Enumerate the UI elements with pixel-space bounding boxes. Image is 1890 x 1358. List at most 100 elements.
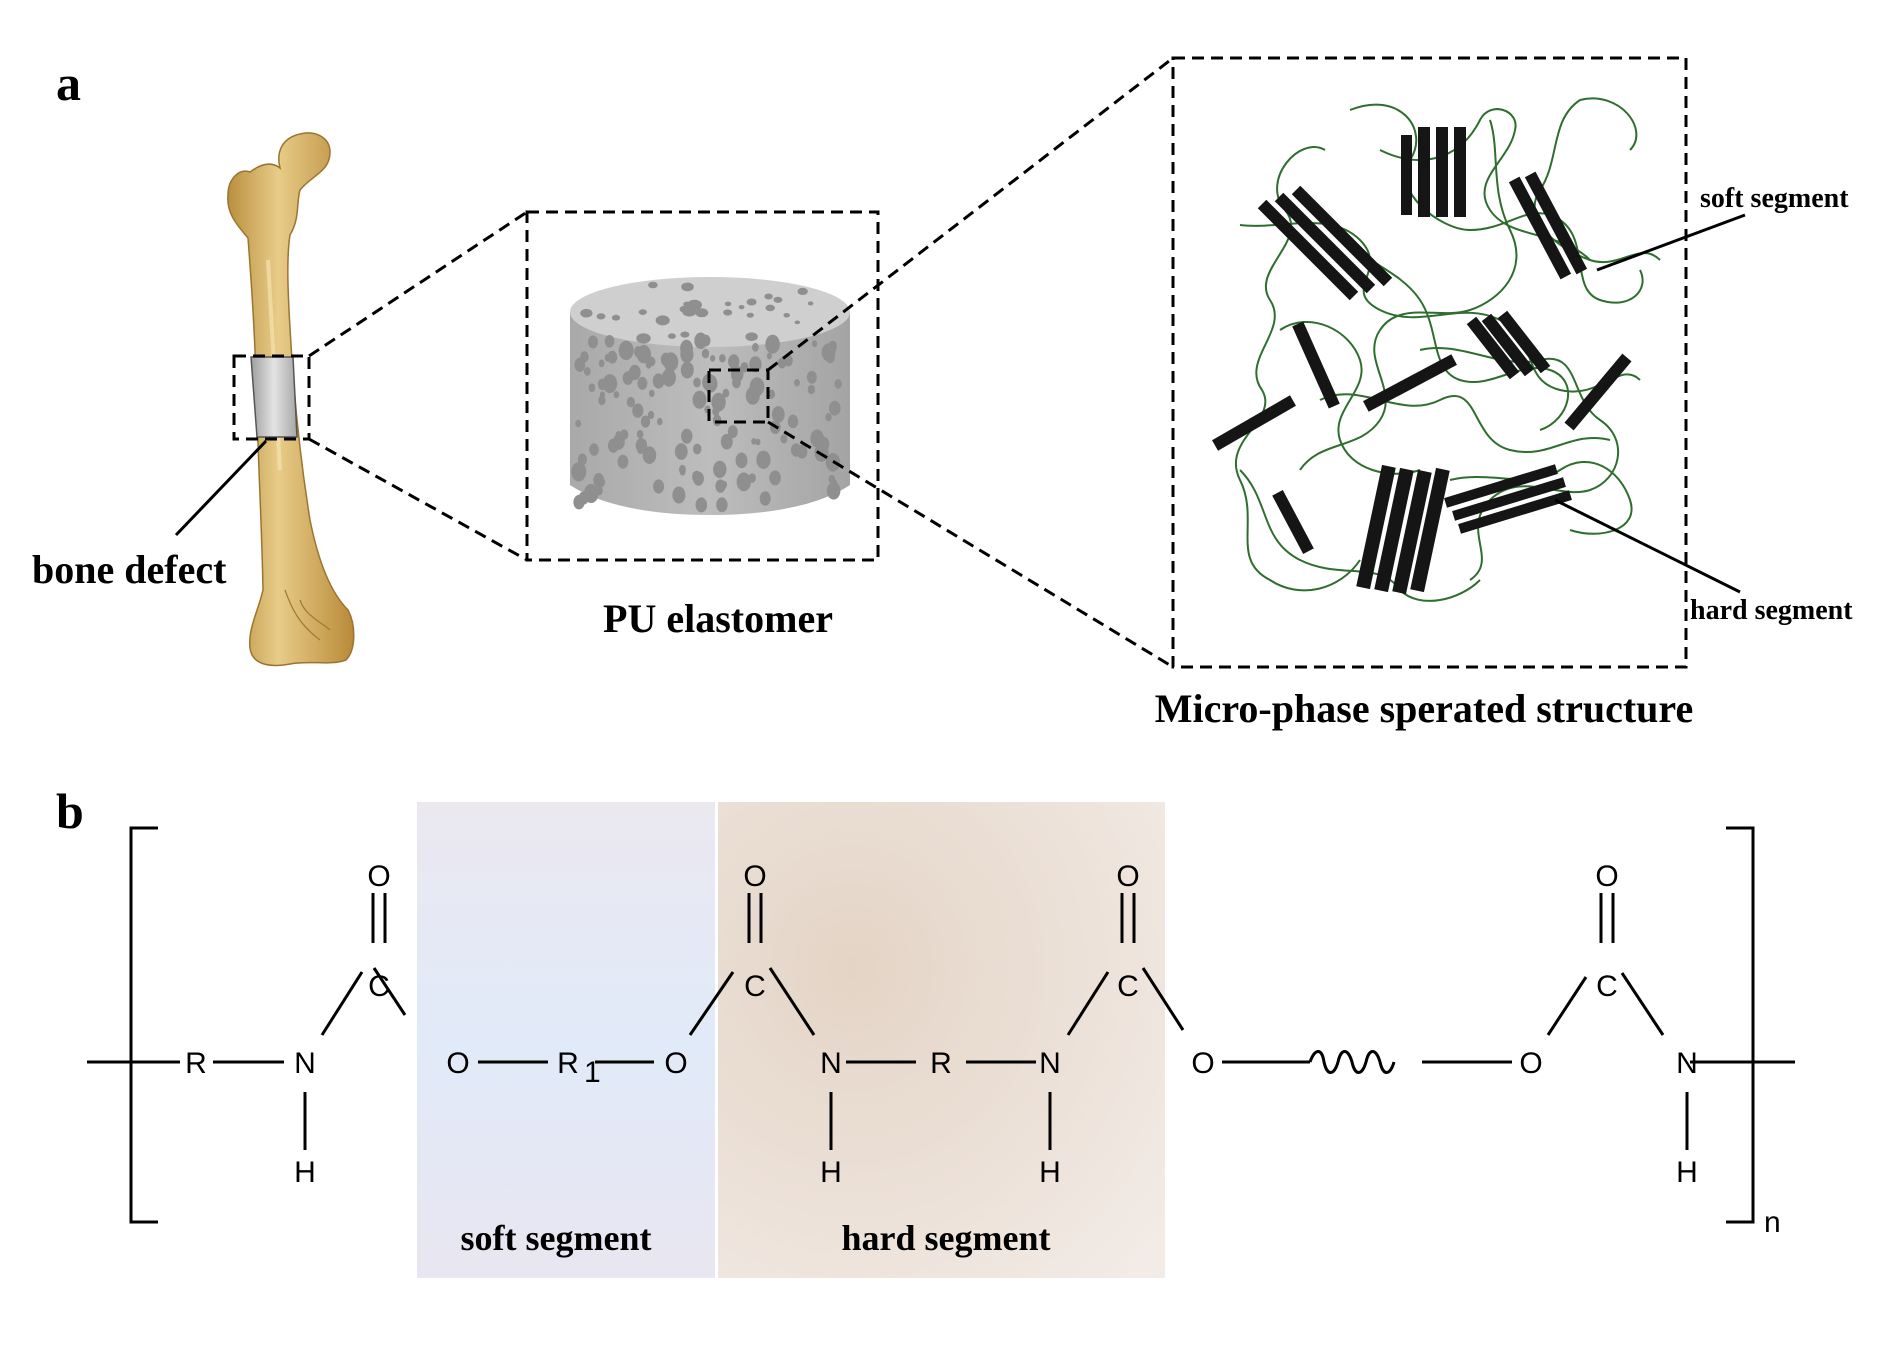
scaffold-pore bbox=[663, 352, 679, 372]
scaffold-pore bbox=[752, 342, 759, 352]
atom-n: N bbox=[1039, 1047, 1061, 1080]
scaffold-pore bbox=[735, 452, 748, 469]
scaffold-pore bbox=[588, 383, 596, 393]
scaffold-pore bbox=[766, 352, 773, 360]
atom-h: H bbox=[820, 1156, 842, 1189]
scaffold-pore bbox=[653, 479, 665, 494]
scaffold-pore bbox=[636, 333, 651, 344]
hard-segment-label: hard segment bbox=[842, 1218, 1051, 1258]
scaffold-pore bbox=[672, 486, 686, 504]
scaffold-pore bbox=[749, 356, 762, 373]
scaffold-pore bbox=[780, 434, 788, 444]
scaffold-pore bbox=[736, 472, 751, 492]
scaffold-pore bbox=[722, 388, 730, 398]
scaffold-pore bbox=[636, 345, 652, 364]
scaffold-pore bbox=[647, 410, 655, 420]
scaffold-pore bbox=[680, 361, 694, 379]
scaffold-pore bbox=[667, 333, 676, 339]
scaffold-pore bbox=[724, 301, 732, 307]
scaffold-pore bbox=[611, 314, 621, 321]
scaffold-pore bbox=[681, 428, 693, 444]
scaffold-pore bbox=[794, 320, 800, 325]
scaffold-pore bbox=[692, 390, 707, 409]
scaffold-pore bbox=[794, 379, 800, 387]
atom-r1-subscript: 1 bbox=[584, 1056, 601, 1089]
scaffold-pore bbox=[746, 312, 754, 318]
scaffold-pore bbox=[638, 309, 647, 315]
scaffold-pore bbox=[607, 350, 618, 364]
micro-soft-segment-label: soft segment bbox=[1700, 183, 1849, 214]
scaffold-pore bbox=[602, 374, 618, 394]
scaffold-pore bbox=[721, 480, 728, 489]
scaffold-pore bbox=[632, 403, 644, 418]
scaffold-pore bbox=[649, 389, 655, 398]
scaffold-pore bbox=[767, 389, 776, 399]
scaffold-pore bbox=[694, 332, 708, 350]
scaffold-pore bbox=[618, 340, 634, 361]
scaffold-pore bbox=[764, 293, 773, 300]
scaffold-pore bbox=[693, 377, 701, 388]
right-bracket bbox=[1726, 826, 1755, 1224]
scaffold-pore bbox=[797, 287, 808, 295]
atom-r1: R bbox=[557, 1047, 579, 1080]
atom-h: H bbox=[294, 1156, 316, 1189]
scaffold-pore bbox=[679, 467, 686, 476]
scaffold-pore bbox=[710, 355, 716, 362]
scaffold-pore bbox=[810, 429, 824, 448]
scaffold-pore bbox=[597, 378, 607, 390]
atom-n: N bbox=[820, 1047, 842, 1080]
bone-defect-leader bbox=[174, 439, 268, 537]
atom-n: N bbox=[1676, 1047, 1698, 1080]
zoom-line-bottom-2 bbox=[767, 420, 1174, 669]
scaffold-pore bbox=[589, 443, 599, 456]
scaffold-pore bbox=[680, 331, 690, 338]
scaffold-pore bbox=[713, 460, 727, 479]
scaffold-pore bbox=[626, 396, 635, 408]
scaffold-pore bbox=[704, 376, 715, 391]
scaffold-pore bbox=[783, 313, 790, 318]
panel-a: a bone defect PU elastomer bbox=[32, 55, 1853, 731]
atom-c: C bbox=[1117, 970, 1139, 1003]
panel-a-label: a bbox=[56, 55, 81, 111]
scaffold-pore bbox=[693, 443, 702, 455]
scaffold-pore bbox=[598, 359, 605, 368]
scaffold-pore bbox=[574, 357, 586, 372]
scaffold-pore bbox=[655, 315, 670, 326]
atom-o: O bbox=[367, 860, 390, 893]
atom-o: O bbox=[1595, 860, 1618, 893]
scaffold-pore bbox=[765, 334, 780, 354]
scaffold-pore bbox=[642, 446, 657, 465]
scaffold-pore bbox=[716, 497, 728, 513]
scaffold-pore bbox=[648, 281, 658, 289]
scaffold-pore bbox=[765, 304, 775, 312]
atom-o: O bbox=[743, 860, 766, 893]
scaffold-pore bbox=[680, 345, 694, 363]
scaffold-pore bbox=[674, 443, 688, 460]
scaffold-pore bbox=[711, 392, 726, 412]
scaffold-pore bbox=[723, 309, 733, 316]
atom-labels: R N H C O O R 1 O C O N H R N H C O O O … bbox=[185, 860, 1698, 1189]
scaffold-pore bbox=[583, 367, 591, 376]
scaffold-pore bbox=[771, 406, 785, 423]
scaffold-pore bbox=[596, 313, 606, 320]
repeat-subscript-n: n bbox=[1764, 1206, 1781, 1239]
scaffold-pore bbox=[599, 391, 606, 399]
scaffold-pore bbox=[628, 364, 641, 381]
scaffold-pore bbox=[826, 482, 841, 500]
scaffold-pore bbox=[834, 379, 842, 389]
pu-detail-box bbox=[707, 368, 770, 424]
scaffold-pore bbox=[596, 476, 605, 488]
scaffold-pore bbox=[719, 354, 726, 363]
scaffold-pore bbox=[821, 343, 836, 362]
scaffold-pore bbox=[635, 438, 648, 453]
scaffold-pore bbox=[732, 376, 741, 389]
atom-n: N bbox=[294, 1047, 316, 1080]
scaffold-pore bbox=[756, 450, 771, 469]
scaffold-pore bbox=[760, 451, 766, 459]
scaffold-pore bbox=[740, 362, 749, 373]
scaffold-pore bbox=[652, 373, 665, 389]
scaffold-pore bbox=[720, 433, 733, 450]
atom-c: C bbox=[1596, 970, 1618, 1003]
scaffold-pore bbox=[746, 298, 757, 306]
